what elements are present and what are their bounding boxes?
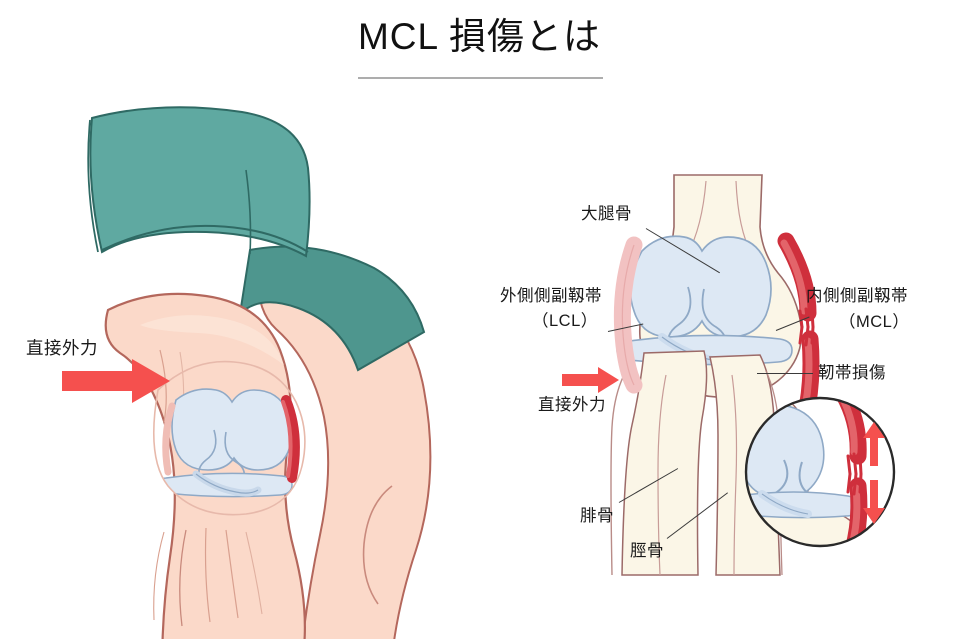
label-fibula: 腓骨 — [580, 507, 614, 525]
shorts-back-panel — [238, 245, 426, 372]
label-lcl-abbr: （LCL） — [532, 312, 598, 330]
label-tibia: 脛骨 — [630, 542, 664, 560]
lcl-ligament — [613, 236, 643, 394]
right-force-label: 直接外力 — [538, 396, 606, 414]
tear-arrow-down — [863, 480, 885, 524]
left-leg-illustration — [0, 100, 500, 639]
leader-ligament-injury — [757, 373, 813, 374]
title-underline — [358, 77, 603, 79]
right-force-arrow — [562, 367, 620, 393]
label-femur: 大腿骨 — [581, 205, 632, 223]
label-ligament-injury: 靭帯損傷 — [818, 364, 886, 382]
shorts-front-panel — [87, 106, 311, 258]
label-mcl-abbr: （MCL） — [839, 313, 910, 331]
left-force-label: 直接外力 — [26, 338, 98, 358]
left-force-arrow — [62, 358, 172, 404]
magnified-ligament-tear-inset — [744, 394, 904, 554]
page-title: MCL 損傷とは — [0, 14, 959, 60]
tear-arrow-up — [863, 422, 885, 466]
page-title-text: MCL 損傷とは — [357, 16, 602, 57]
knee-anatomy-overlay — [155, 388, 300, 498]
right-knee-diagram — [590, 174, 850, 576]
ligament-tear — [798, 307, 815, 347]
label-mcl: 内側側副靱帯 — [806, 287, 908, 305]
label-lcl: 外側側副靱帯 — [500, 287, 602, 305]
knee-window-outline — [152, 360, 306, 516]
